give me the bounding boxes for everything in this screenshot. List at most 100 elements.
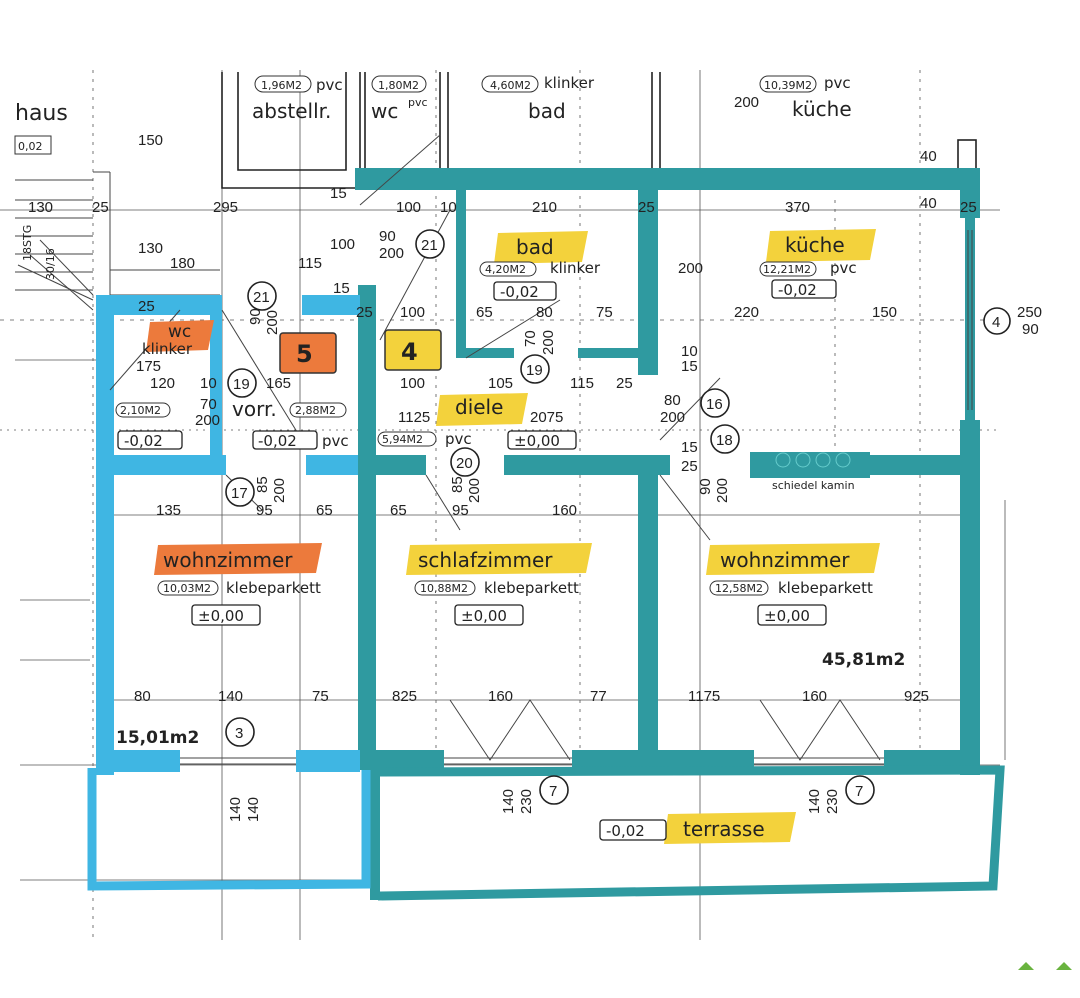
svg-text:80: 80 — [134, 688, 151, 705]
wc-material: klinker — [142, 340, 193, 358]
diele-name: diele — [455, 395, 503, 419]
svg-text:25: 25 — [356, 304, 373, 321]
svg-text:85: 85 — [254, 476, 271, 493]
svg-text:80: 80 — [664, 392, 681, 409]
svg-text:25: 25 — [638, 199, 655, 216]
svg-text:90: 90 — [247, 308, 264, 325]
svg-text:2075: 2075 — [530, 409, 563, 426]
kueche-name: küche — [785, 233, 845, 257]
svg-text:220: 220 — [734, 304, 759, 321]
construction-grid — [0, 70, 1006, 940]
svg-text:200: 200 — [264, 310, 281, 335]
total-left: 15,01m2 — [116, 728, 199, 748]
chimney-label: schiedel kamin — [772, 479, 855, 492]
bad-area: 4,20M2 — [485, 263, 526, 276]
schlaf-area: 10,88M2 — [420, 582, 468, 595]
svg-text:200: 200 — [195, 412, 220, 429]
svg-text:200: 200 — [379, 245, 404, 262]
svg-text:115: 115 — [298, 255, 322, 272]
svg-text:140: 140 — [245, 797, 262, 822]
svg-text:160: 160 — [488, 688, 513, 705]
svg-text:370: 370 — [785, 199, 810, 216]
wall-teal — [355, 168, 1005, 901]
svg-text:295: 295 — [213, 199, 238, 216]
svg-text:200: 200 — [271, 478, 288, 503]
unit-4-label: 4 — [401, 338, 418, 366]
svg-text:15: 15 — [333, 280, 350, 297]
bad-material: klinker — [550, 259, 601, 277]
svg-text:25: 25 — [960, 199, 977, 216]
highlight-markers — [146, 229, 880, 844]
abstellr-material: pvc — [316, 76, 343, 94]
svg-text:130: 130 — [28, 199, 53, 216]
svg-text:10: 10 — [440, 199, 457, 216]
stairs-ratio: 30/16 — [44, 248, 57, 280]
svg-text:200: 200 — [714, 478, 731, 503]
kueche-material: pvc — [830, 259, 857, 277]
svg-text:25: 25 — [681, 458, 698, 475]
svg-text:250: 250 — [1017, 304, 1042, 321]
schlaf-level: ±0,00 — [461, 607, 507, 625]
svg-text:65: 65 — [316, 502, 333, 519]
circle-21b: 21 — [253, 289, 270, 306]
arrow-up-icon[interactable] — [1018, 962, 1034, 970]
svg-text:175: 175 — [136, 358, 161, 375]
reference-circles: 21 21 19 19 16 18 17 20 3 4 7 7 — [225, 229, 1011, 805]
svg-text:925: 925 — [904, 688, 929, 705]
svg-text:230: 230 — [518, 789, 535, 814]
svg-text:90: 90 — [379, 228, 396, 245]
schlaf-name: schlafzimmer — [418, 548, 553, 572]
circle-19b: 19 — [526, 362, 543, 379]
svg-text:15: 15 — [681, 358, 698, 375]
nav-arrows[interactable] — [1018, 962, 1072, 970]
svg-text:15: 15 — [330, 185, 347, 202]
svg-text:130: 130 — [138, 240, 163, 257]
svg-text:80: 80 — [536, 304, 553, 321]
circle-18: 18 — [716, 432, 733, 449]
svg-text:140: 140 — [806, 789, 823, 814]
kueche-top-dim: 200 — [734, 94, 759, 111]
wohn-right-level: ±0,00 — [764, 607, 810, 625]
svg-text:825: 825 — [392, 688, 417, 705]
svg-text:140: 140 — [500, 789, 517, 814]
svg-text:100: 100 — [396, 199, 421, 216]
svg-text:140: 140 — [227, 797, 244, 822]
svg-text:230: 230 — [824, 789, 841, 814]
wohn-left-material: klebeparkett — [226, 579, 321, 597]
svg-text:105: 105 — [488, 375, 513, 392]
arrow-up-icon[interactable] — [1056, 962, 1072, 970]
svg-text:95: 95 — [256, 502, 273, 519]
svg-text:120: 120 — [150, 375, 175, 392]
svg-text:160: 160 — [802, 688, 827, 705]
svg-text:90: 90 — [697, 478, 714, 495]
svg-text:40: 40 — [920, 195, 937, 212]
svg-text:95: 95 — [452, 502, 469, 519]
staircase — [15, 179, 94, 311]
terrasse-level: -0,02 — [606, 822, 645, 840]
bad-top-area: 4,60M2 — [490, 79, 531, 92]
chimney: schiedel kamin — [772, 452, 855, 492]
bad-top-name: bad — [528, 99, 566, 123]
kueche-top-material: pvc — [824, 74, 851, 92]
diele-level: ±0,00 — [514, 432, 560, 450]
unit-5-label: 5 — [296, 340, 313, 368]
kueche-top-area: 10,39M2 — [764, 79, 812, 92]
unit-markers: 5 4 15,01m2 45,81m2 18STG 30/16 — [21, 225, 905, 748]
svg-text:90: 90 — [1022, 321, 1039, 338]
svg-text:100: 100 — [400, 375, 425, 392]
wc-top-material: pvc — [408, 96, 428, 109]
svg-text:25: 25 — [138, 298, 155, 315]
circle-4: 4 — [992, 314, 1000, 331]
circle-21a: 21 — [421, 237, 438, 254]
vorr-area: 2,88M2 — [295, 404, 336, 417]
bad-name: bad — [516, 235, 554, 259]
svg-text:100: 100 — [330, 236, 355, 253]
diele-area: 5,94M2 — [382, 433, 423, 446]
svg-text:165: 165 — [266, 375, 291, 392]
circle-3: 3 — [235, 725, 243, 742]
svg-text:25: 25 — [92, 199, 109, 216]
svg-text:65: 65 — [476, 304, 493, 321]
circle-19a: 19 — [233, 376, 250, 393]
svg-text:77: 77 — [590, 688, 607, 705]
wohn-right-area: 12,58M2 — [715, 582, 763, 595]
